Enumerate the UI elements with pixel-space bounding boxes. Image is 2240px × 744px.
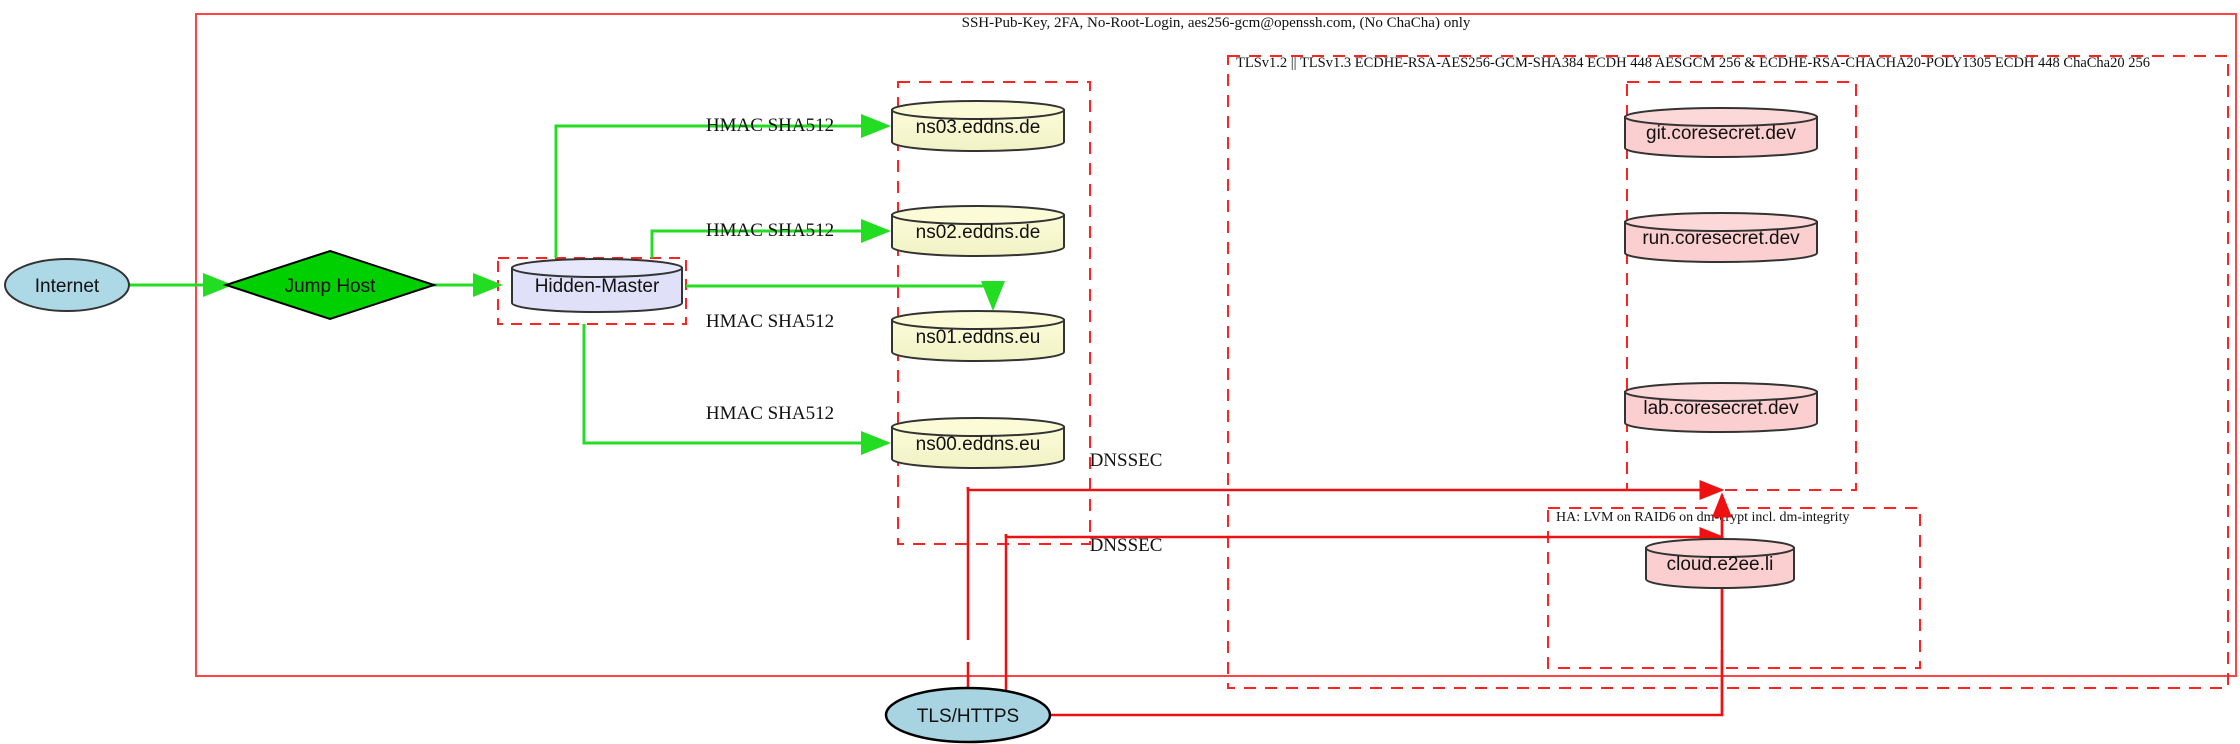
zone-ha-cloud-label: HA: LVM on RAID6 on dm-crypt incl. dm-in… xyxy=(1556,510,1849,525)
node-tls-https-label: TLS/HTTPS xyxy=(917,706,1019,727)
edge-tlshttps-cloud xyxy=(1050,650,1724,717)
node-ns00-label: ns00.eddns.eu xyxy=(916,434,1041,455)
edge-label-dnssec-lower: DNSSEC xyxy=(1090,535,1163,556)
node-jump-host[interactable]: Jump Host xyxy=(222,249,438,321)
zone-tls xyxy=(1227,55,2229,689)
node-ns01-label: ns01.eddns.eu xyxy=(916,327,1041,348)
node-ns01[interactable]: ns01.eddns.eu xyxy=(891,310,1065,362)
node-run-coresecret[interactable]: run.coresecret.dev xyxy=(1624,212,1818,263)
edge-hiddenmaster-ns03 xyxy=(554,114,891,258)
node-run-coresecret-label: run.coresecret.dev xyxy=(1642,228,1800,249)
zone-dns-cluster xyxy=(897,81,1091,545)
node-cloud-e2ee-label: cloud.e2ee.li xyxy=(1667,554,1774,575)
node-git-coresecret[interactable]: git.coresecret.dev xyxy=(1624,107,1818,158)
zone-ha-cloud xyxy=(1547,507,1921,669)
node-internet-label: Internet xyxy=(35,276,100,297)
edge-label-hmac-ns01: HMAC SHA512 xyxy=(706,311,834,332)
node-tls-https[interactable]: TLS/HTTPS xyxy=(884,686,1052,744)
node-hidden-master-label: Hidden-Master xyxy=(535,276,660,297)
node-git-coresecret-label: git.coresecret.dev xyxy=(1646,123,1796,144)
zone-ssh-outer xyxy=(195,13,2237,677)
node-cloud-e2ee[interactable]: cloud.e2ee.li xyxy=(1645,538,1795,589)
zone-coresecret xyxy=(1626,81,1857,491)
node-internet[interactable]: Internet xyxy=(4,258,130,312)
edge-hiddenmaster-ns01 xyxy=(686,281,1005,311)
zone-tls-label: TLSv1.2 || TLSv1.3 ECDHE-RSA-AES256-GCM-… xyxy=(1236,55,2150,71)
node-lab-coresecret[interactable]: lab.coresecret.dev xyxy=(1624,382,1818,433)
edge-label-hmac-ns03: HMAC SHA512 xyxy=(706,115,834,136)
node-ns00[interactable]: ns00.eddns.eu xyxy=(891,417,1065,469)
edge-hiddenmaster-ns02 xyxy=(650,219,891,258)
edge-hiddenmaster-ns00 xyxy=(582,324,891,455)
edge-label-hmac-ns00: HMAC SHA512 xyxy=(706,403,834,424)
node-jump-host-label: Jump Host xyxy=(285,276,377,297)
node-ns02[interactable]: ns02.eddns.de xyxy=(891,205,1065,257)
node-ns03[interactable]: ns03.eddns.de xyxy=(891,100,1065,152)
edge-label-hmac-ns02: HMAC SHA512 xyxy=(706,220,834,241)
node-lab-coresecret-label: lab.coresecret.dev xyxy=(1643,398,1799,419)
zone-ssh-outer-label: SSH-Pub-Key, 2FA, No-Root-Login, aes256-… xyxy=(962,15,1471,31)
node-ns02-label: ns02.eddns.de xyxy=(916,222,1041,243)
node-hidden-master[interactable]: Hidden-Master xyxy=(511,258,683,313)
edge-dnssec-upper xyxy=(966,480,1725,500)
edge-label-dnssec-upper: DNSSEC xyxy=(1090,450,1163,471)
node-ns03-label: ns03.eddns.de xyxy=(916,117,1041,138)
